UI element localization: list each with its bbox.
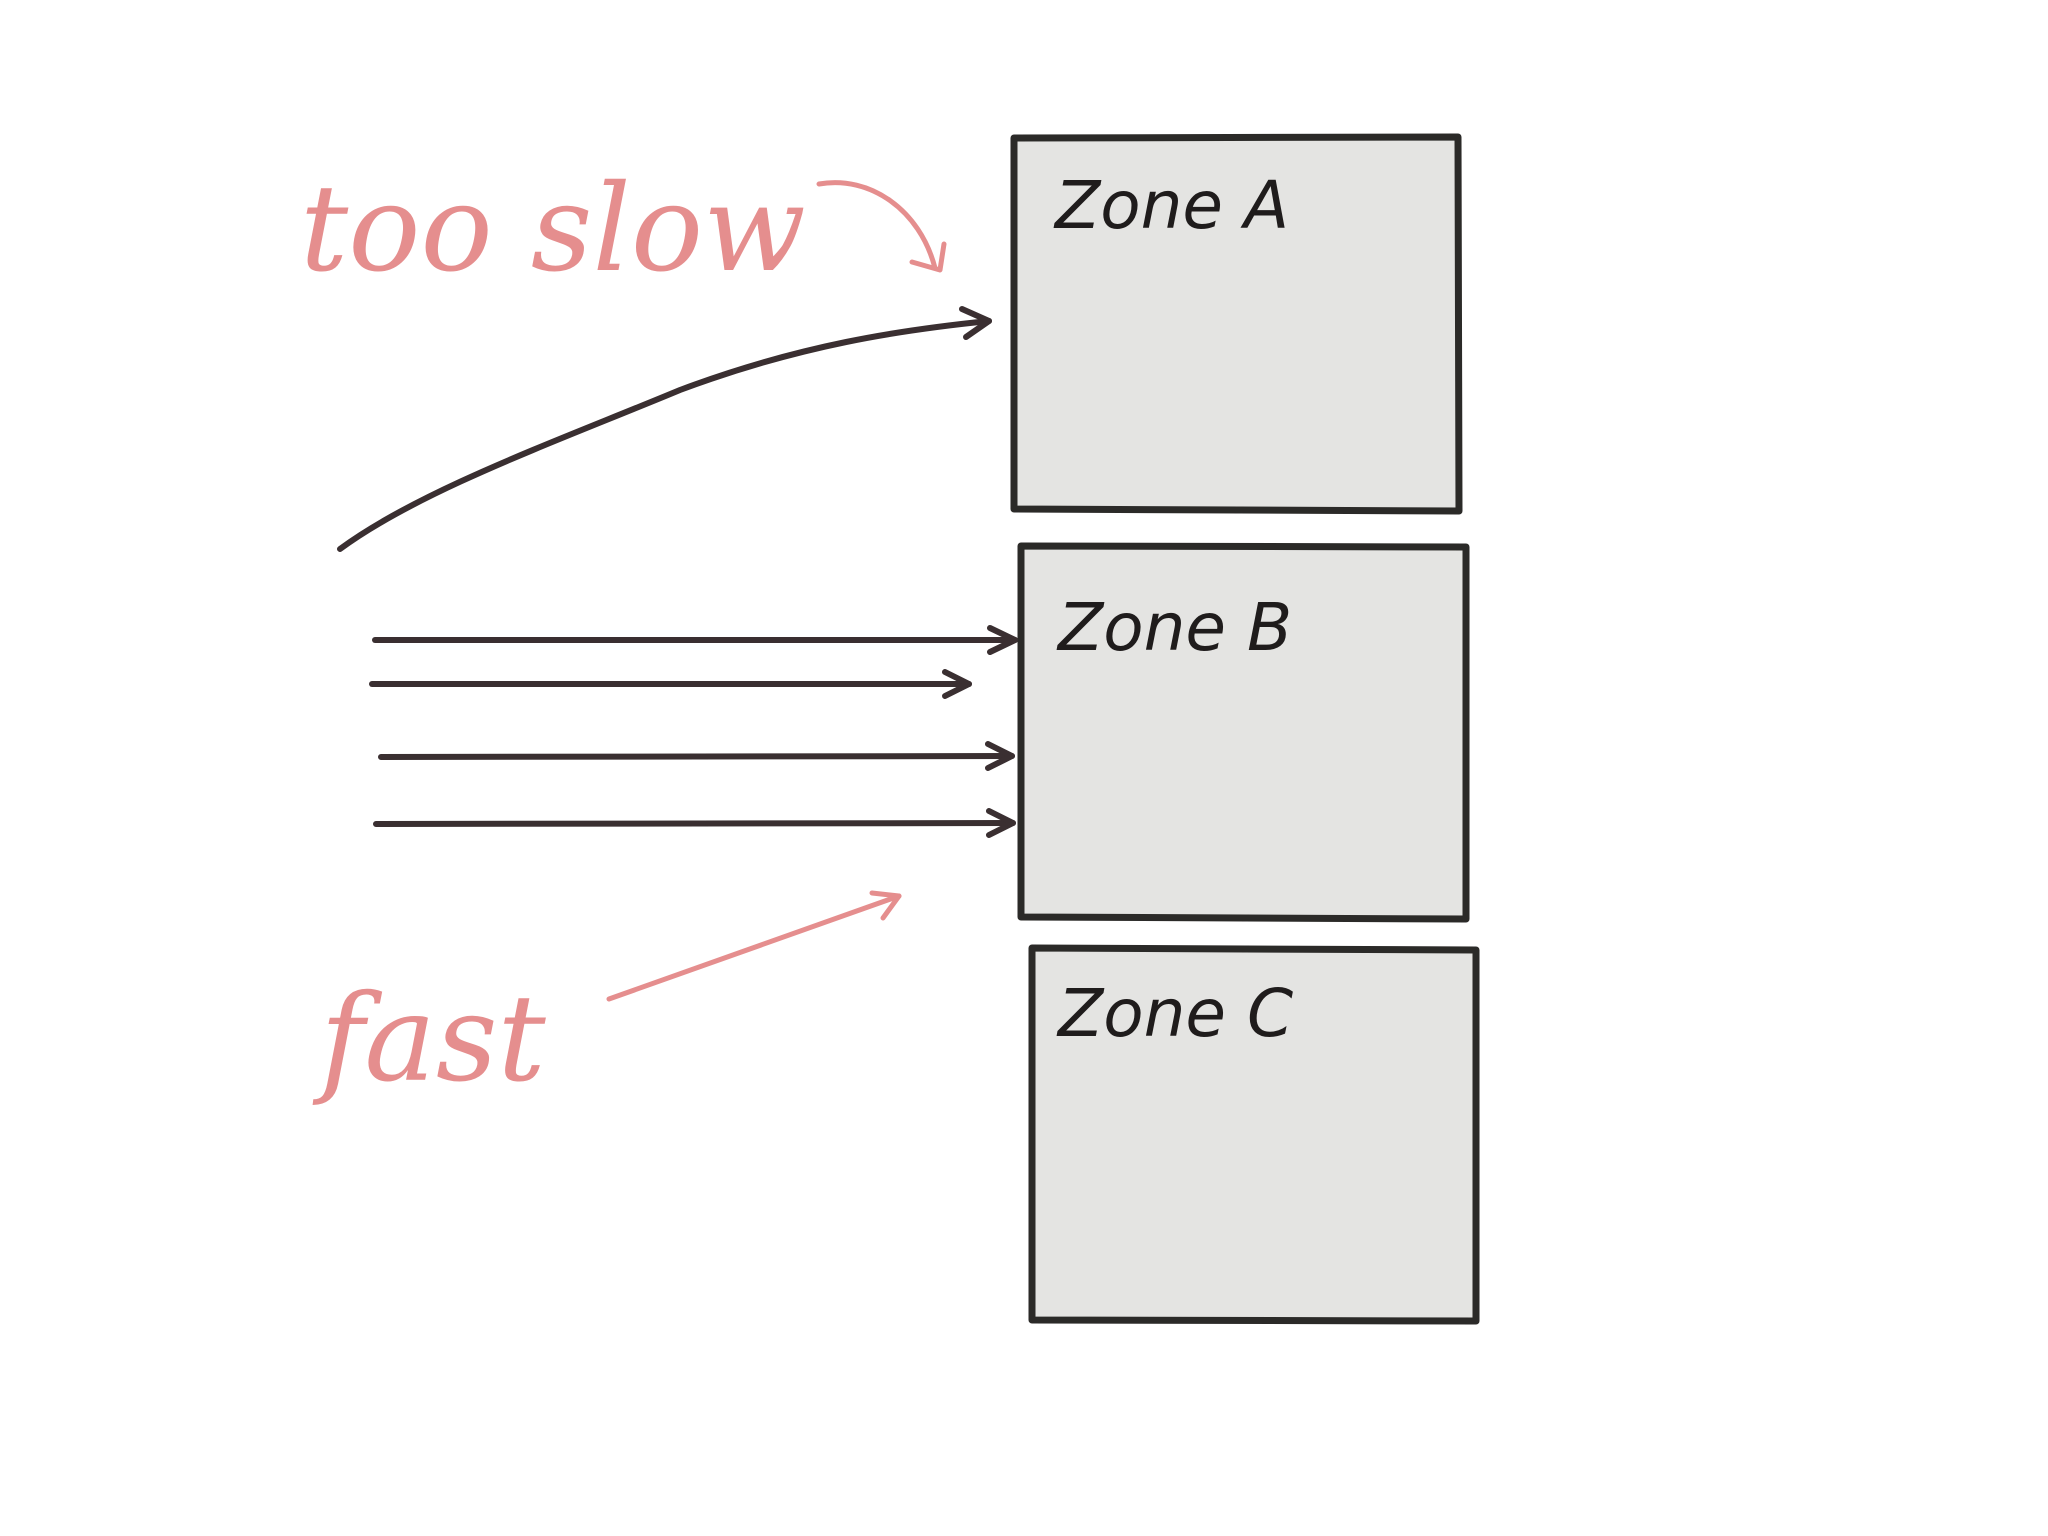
fast-arrow-1 xyxy=(372,625,1018,655)
zone-a: Zone A xyxy=(1010,133,1463,515)
slow-arrow xyxy=(337,306,992,552)
too-slow-annotation: too slow xyxy=(300,160,806,299)
fast-annotation: fast xyxy=(312,970,547,1109)
zone-c-label: Zone C xyxy=(1056,975,1293,1052)
slow-annotation-arrow xyxy=(816,180,947,273)
zone-c: Zone C xyxy=(1028,944,1480,1325)
zone-b-label: Zone B xyxy=(1056,589,1292,666)
fast-arrow-2 xyxy=(369,669,972,699)
zone-a-label: Zone A xyxy=(1053,167,1289,244)
fast-annotation-arrow xyxy=(606,890,902,1002)
fast-arrows xyxy=(369,625,1018,838)
fast-arrow-3 xyxy=(378,741,1015,771)
fast-arrow-4 xyxy=(373,808,1016,838)
zone-b: Zone B xyxy=(1017,542,1470,923)
